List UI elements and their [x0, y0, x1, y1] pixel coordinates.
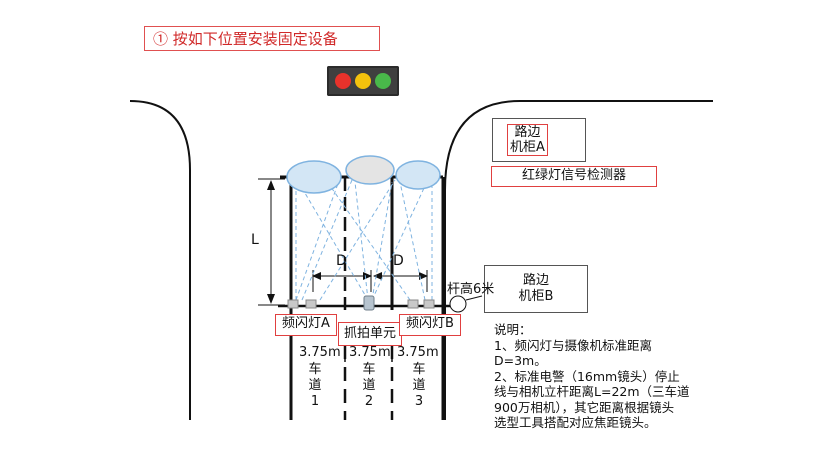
pole-height-label: 杆高6米 [447, 282, 495, 297]
distance-d-left-label: D [336, 253, 347, 269]
dim-l-arrow-bottom [267, 294, 275, 304]
capture-unit-label: 抓拍单元 [338, 322, 402, 346]
cabinet-a-line1: 路边 [514, 125, 541, 140]
distance-l-label: L [251, 232, 259, 248]
signal-detector-label: 红绿灯信号检测器 [491, 166, 657, 187]
traffic-signal-icon [327, 66, 399, 96]
cabinet-b-line1: 路边 [522, 273, 549, 288]
detection-zone-2 [345, 155, 395, 185]
detection-zone-1 [286, 160, 342, 194]
red-lamp-icon [335, 73, 351, 89]
notes-line: 线与相机立杆距离L=22m（三车道 [494, 384, 690, 399]
camera-beams [295, 177, 433, 301]
notes-line: 2、标准电警（16mm镜头）停止 [494, 368, 680, 384]
notes-line: D=3m。 [494, 353, 547, 368]
flash-light-a-icon [287, 299, 317, 309]
roadside-cabinet-b: 路边 机柜B [484, 265, 588, 313]
lane-width-1: 3.75m [299, 345, 341, 360]
cabinet-b-line2: 机柜B [518, 289, 554, 304]
cabinet-b-connector [465, 295, 483, 301]
lane-3-label: 车 道 3 [412, 362, 426, 409]
dim-l-arrow-top [267, 180, 275, 190]
notes-title: 说明： [494, 322, 532, 337]
flash-light-a-label: 频闪灯A [275, 314, 337, 336]
green-lamp-icon [375, 73, 391, 89]
pole-icon [449, 295, 467, 313]
flash-light-b-label: 频闪灯B [399, 314, 461, 336]
capture-unit-icon [363, 295, 375, 311]
step-title: ① 按如下位置安装固定设备 [144, 26, 380, 51]
road-edge-left [129, 100, 191, 420]
cabinet-a-line2: 机柜A [510, 140, 545, 155]
cabinet-a-label: 路边 机柜A [507, 124, 548, 156]
yellow-lamp-icon [355, 73, 371, 89]
roadside-cabinet-a: 路边 机柜A [492, 118, 586, 162]
lane-width-2: 3.75m [349, 345, 391, 360]
flash-light-b-icon [407, 299, 435, 309]
notes-line: 900万相机），其它距离根据镜头 [494, 399, 675, 415]
distance-d-right-label: D [393, 253, 404, 269]
lane-1-label: 车 道 1 [308, 362, 322, 409]
detection-zone-3 [395, 160, 441, 190]
road-edge-right [444, 100, 713, 420]
lane-width-3: 3.75m [397, 345, 439, 360]
notes-line: 选型工具搭配对应焦距镜头。 [494, 415, 657, 430]
notes-line: 1、频闪灯与摄像机标准距离 [494, 337, 652, 353]
lane-2-label: 车 道 2 [362, 362, 376, 409]
installation-notes: 说明： 1、频闪灯与摄像机标准距离 D=3m。 2、标准电警（16mm镜头）停止… [494, 322, 724, 431]
